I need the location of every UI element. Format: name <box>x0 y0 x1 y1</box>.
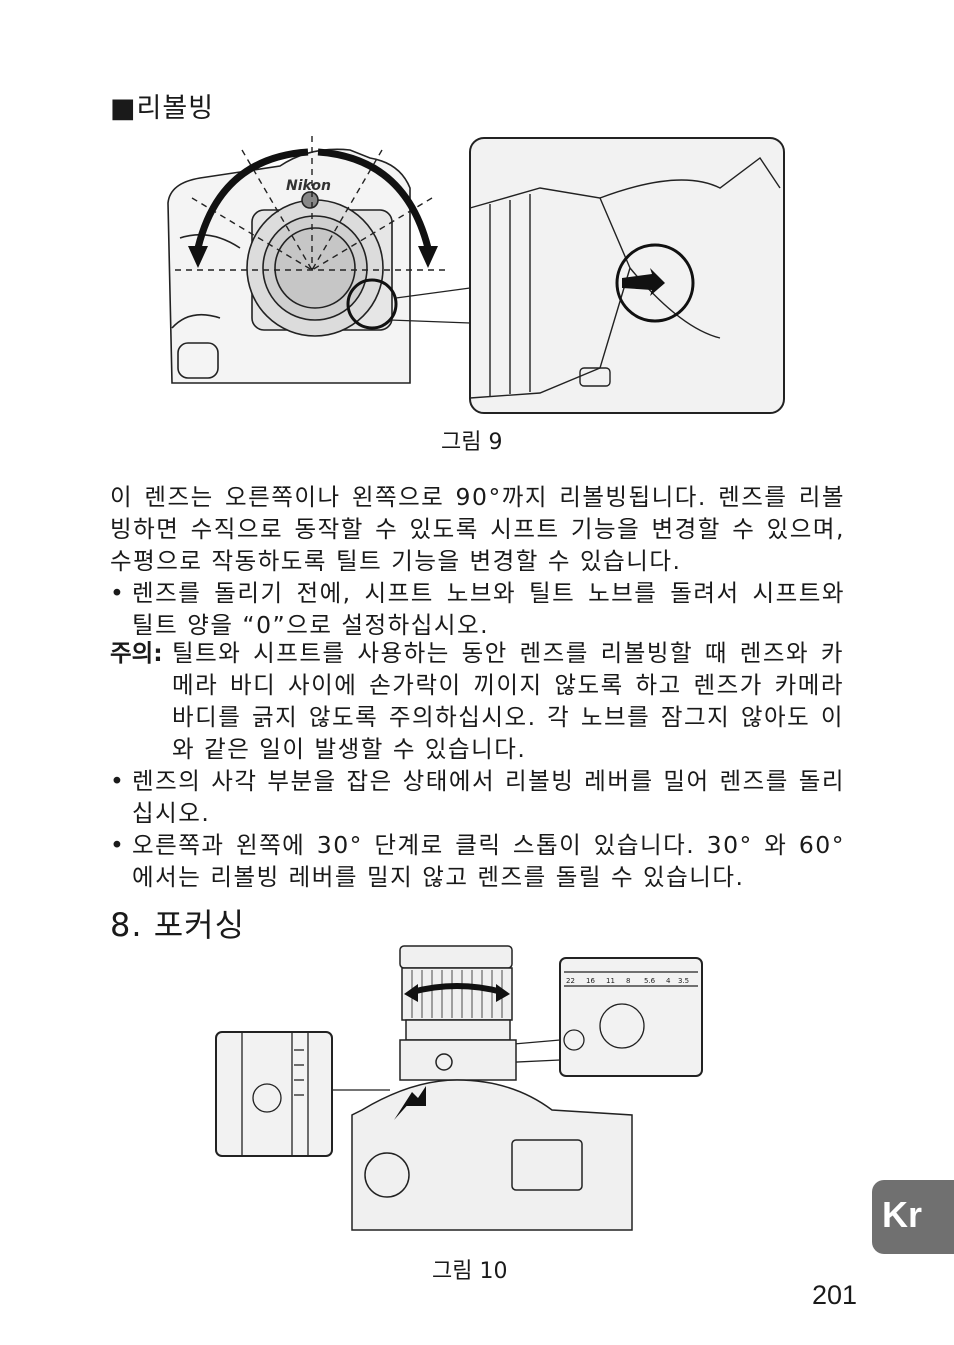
aperture-16: 16 <box>586 977 595 985</box>
aperture-8: 8 <box>626 977 630 985</box>
aperture-scale: 22 16 11 8 5.6 4 3.5 <box>566 977 689 985</box>
camera-front-drawing: Nikon <box>167 148 411 384</box>
bullet-item-2: • 렌즈의 사각 부분을 잡은 상태에서 리볼빙 레버를 밀어 렌즈를 돌리십시… <box>110 765 845 829</box>
aperture-5.6: 5.6 <box>644 977 656 985</box>
figure-10-caption: 그림 10 <box>432 1259 508 1284</box>
bullet-item-3: • 오른쪽과 왼쪽에 30° 단계로 클릭 스톱이 있습니다. 30° 와 60… <box>110 829 845 893</box>
note-label: 주의: <box>110 639 163 667</box>
section-heading-revolving: ■리볼빙 <box>110 93 215 124</box>
section-heading-focusing: 8. 포커싱 <box>110 906 246 944</box>
bullet-text: 렌즈의 사각 부분을 잡은 상태에서 리볼빙 레버를 밀어 렌즈를 돌리십시오. <box>132 767 845 827</box>
bullet-dot: • <box>110 767 126 795</box>
camera-logo-text: Nikon <box>286 178 331 194</box>
bullet-text: 오른쪽과 왼쪽에 30° 단계로 클릭 스톱이 있습니다. 30° 와 60°에… <box>132 831 845 891</box>
aperture-4: 4 <box>666 977 671 985</box>
figure-9-caption: 그림 9 <box>441 430 503 455</box>
aperture-22: 22 <box>566 977 575 985</box>
figure-10-illustration: 22 16 11 8 5.6 4 3.5 <box>215 945 703 1231</box>
page-number: 201 <box>812 1280 858 1310</box>
figure-9-illustration: Nikon <box>167 136 785 414</box>
aperture-11: 11 <box>606 977 615 985</box>
note-text: 틸트와 시프트를 사용하는 동안 렌즈를 리볼빙할 때 렌즈와 카메라 바디 사… <box>172 639 844 763</box>
bullet-dot: • <box>110 579 126 607</box>
bullet-text: 렌즈를 돌리기 전에, 시프트 노브와 틸트 노브를 돌려서 시프트와 틸트 양… <box>132 579 845 639</box>
language-tab: Kr <box>872 1180 954 1254</box>
intro-paragraph: 이 렌즈는 오른쪽이나 왼쪽으로 90°까지 리볼빙됩니다. 렌즈를 리볼빙하면… <box>110 483 845 575</box>
bullet-dot: • <box>110 831 126 859</box>
language-tab-label: Kr <box>882 1194 923 1235</box>
bullet-item-1: • 렌즈를 돌리기 전에, 시프트 노브와 틸트 노브를 돌려서 시프트와 틸트… <box>110 577 845 641</box>
aperture-3.5: 3.5 <box>678 977 689 985</box>
